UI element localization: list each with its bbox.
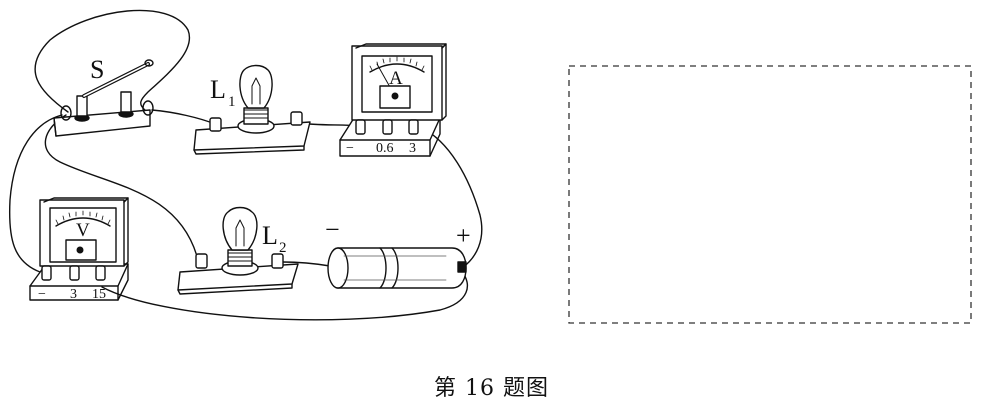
wire-ammeter-to-battery (417, 125, 483, 269)
figure-caption: 第 16 题图 (434, 376, 549, 401)
wire-switch-to-lamp1 (151, 109, 216, 125)
wire-voltmeter-to-battery (101, 271, 469, 321)
lamp2-icon (177, 206, 299, 295)
ammeter-icon (339, 43, 447, 157)
lamp1-icon (193, 64, 311, 155)
wire-switch-to-voltmeter (8, 114, 63, 273)
switch-label: S (90, 55, 104, 84)
lamp1-label: L (210, 75, 226, 104)
lamp2-subscript: 2 (279, 240, 287, 256)
voltmeter-symbol: V (76, 220, 90, 241)
ammeter-symbol: A (389, 68, 403, 89)
wire-switch-left-loop (34, 9, 191, 113)
answer-dashed-box (568, 65, 972, 324)
voltmeter-terminal-3: 3 (70, 287, 77, 302)
wire-switch-to-lamp2 (44, 114, 199, 261)
battery-negative-label: − (325, 215, 340, 244)
ammeter-terminal-neg: − (346, 141, 354, 156)
battery-icon (327, 247, 467, 289)
ammeter-terminal-3: 3 (409, 141, 416, 156)
knife-switch-icon (53, 59, 154, 137)
battery-positive-label: + (456, 221, 471, 250)
voltmeter-terminal-15: 15 (92, 287, 106, 302)
voltmeter-terminal-neg: − (38, 287, 46, 302)
wire-lamp2-to-battery (282, 261, 331, 267)
lamp1-subscript: 1 (228, 94, 236, 110)
lamp2-label: L (262, 221, 278, 250)
voltmeter-icon (29, 197, 129, 301)
ammeter-terminal-06: 0.6 (376, 141, 394, 156)
